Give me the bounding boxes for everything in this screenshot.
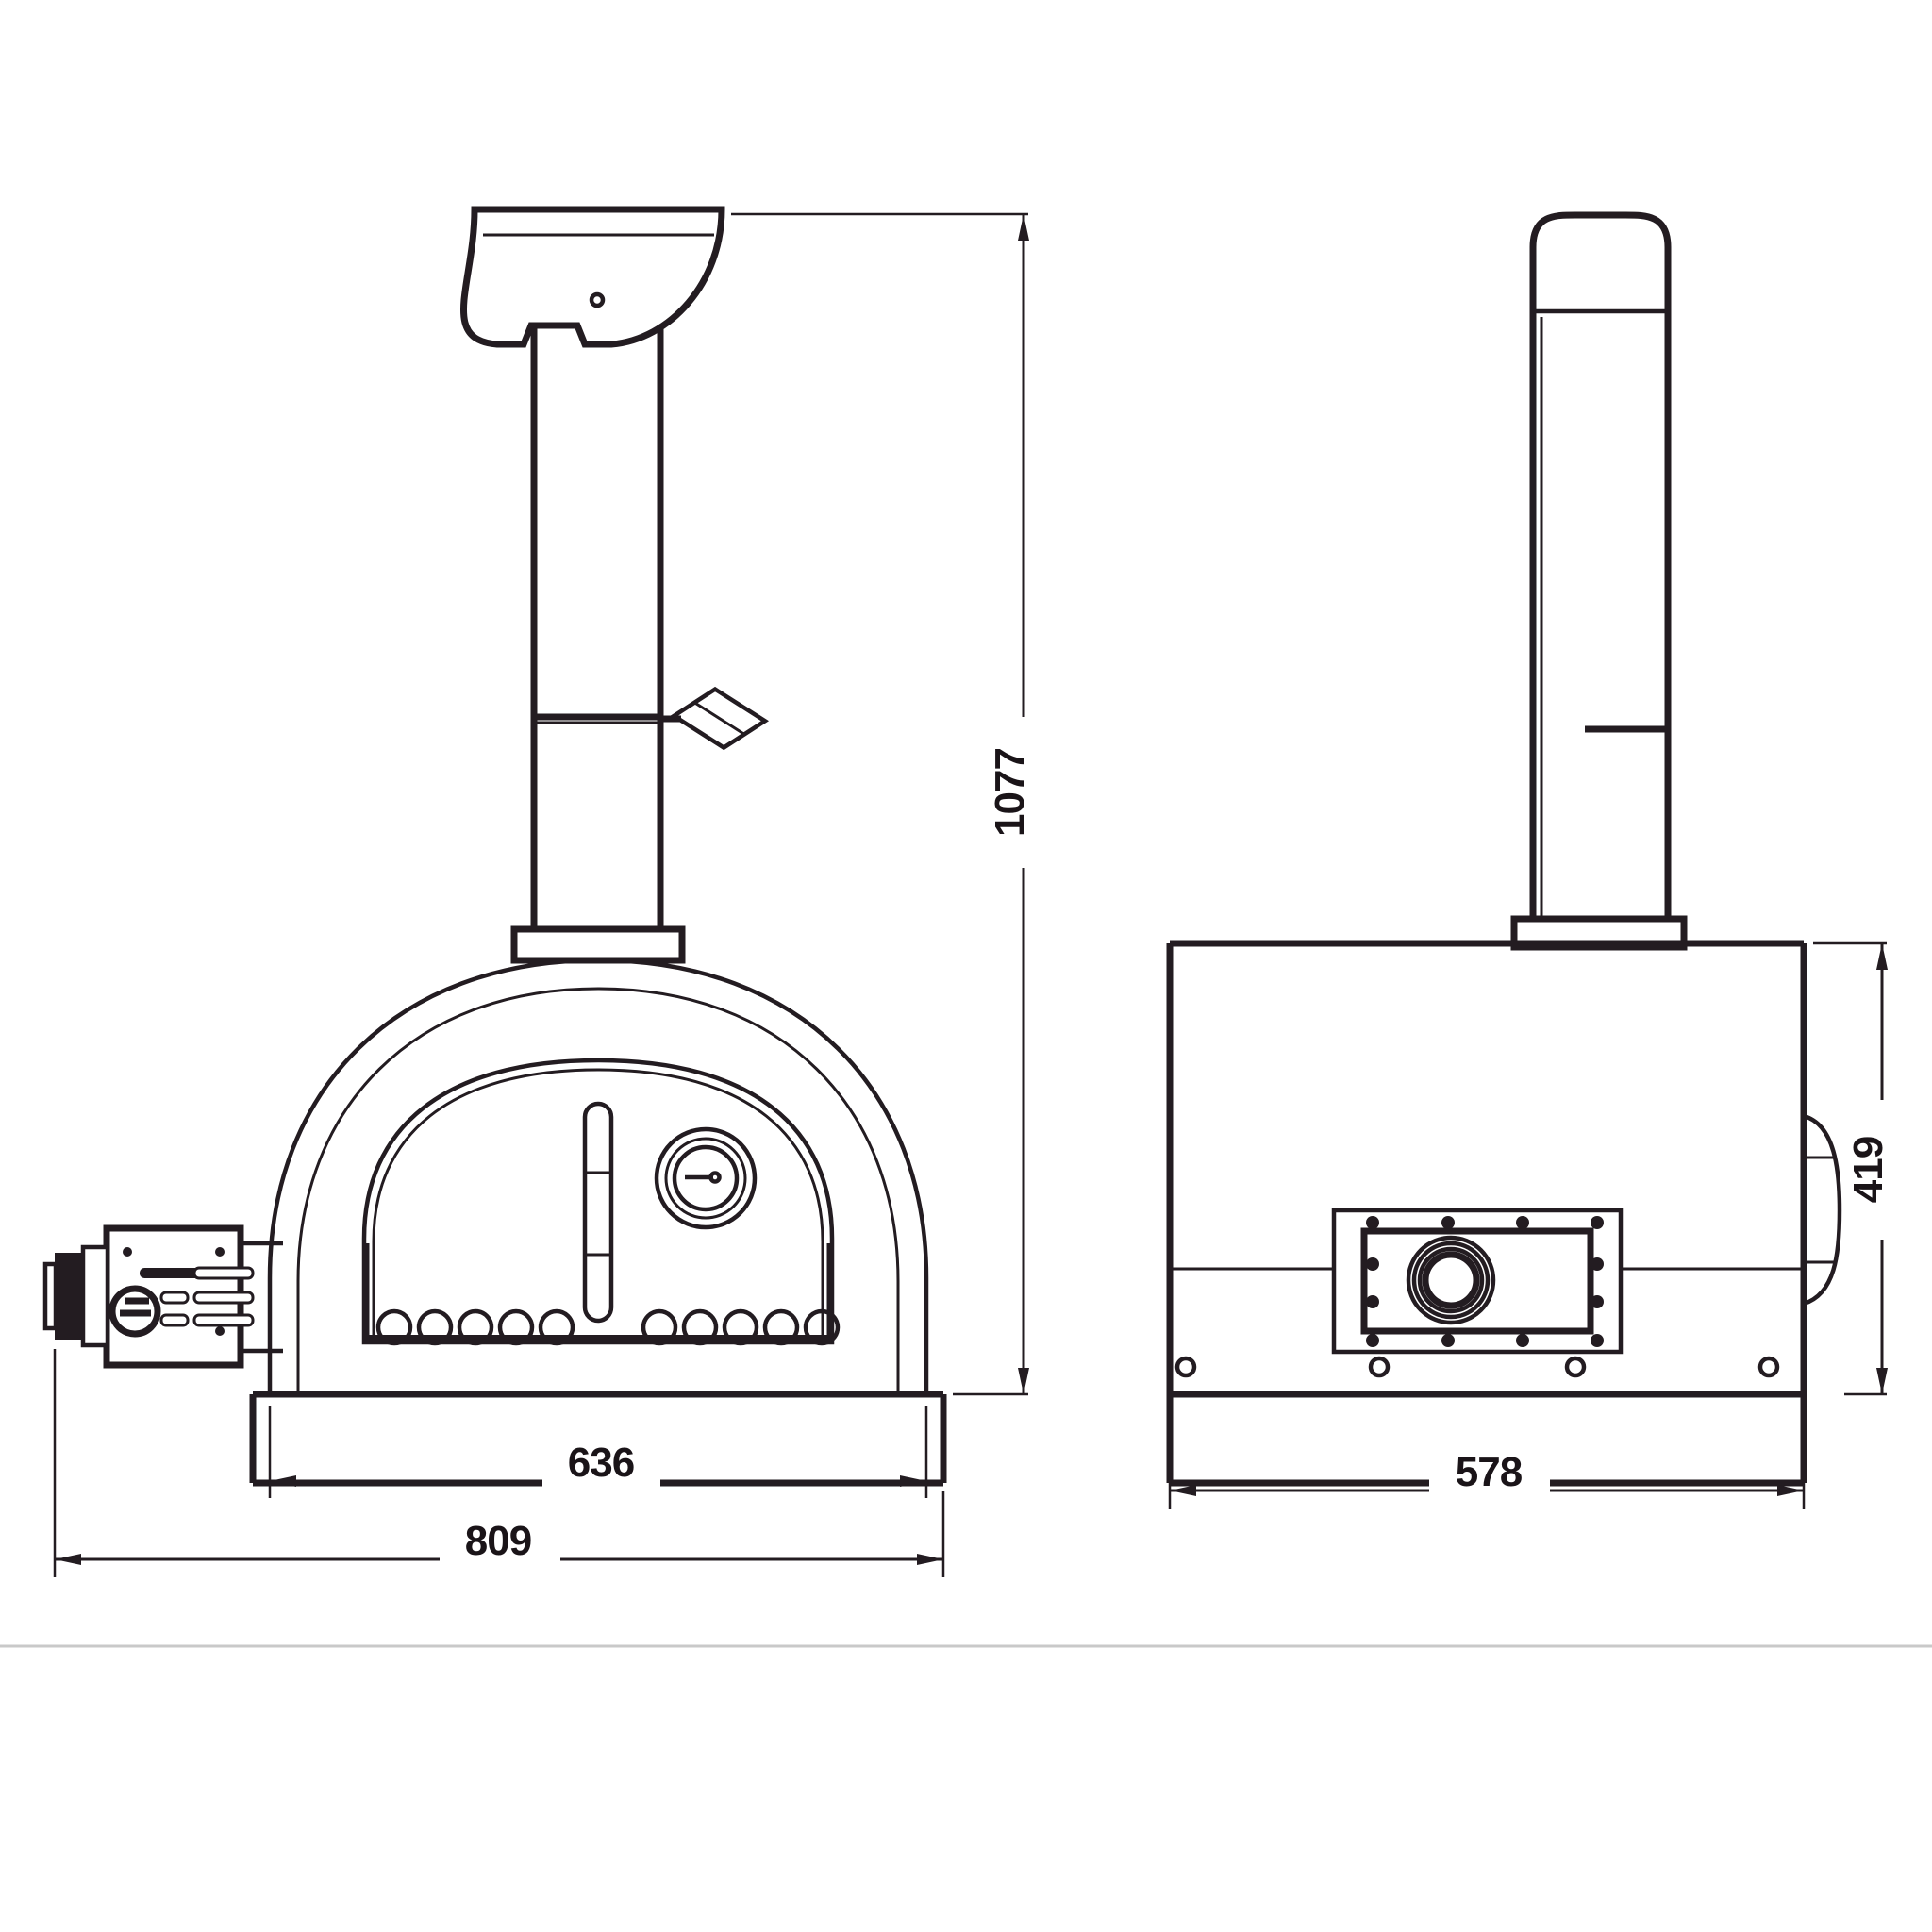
rear-plate-bolt-b3 — [1516, 1334, 1529, 1347]
burner-screw-top-left — [123, 1247, 132, 1257]
gas-burner-assembly — [42, 1224, 283, 1369]
front-view — [42, 206, 947, 1487]
rear-plate-bolt-t2 — [1441, 1216, 1455, 1229]
dimension-height-overall: 1077 — [731, 212, 1044, 1396]
dimension-label-578: 578 — [1456, 1449, 1523, 1495]
rear-plate-bolt-m1 — [1366, 1257, 1379, 1271]
dimension-height-oven-body: 419 — [1813, 941, 1903, 1396]
burner-slot-5 — [159, 1313, 190, 1327]
dimension-label-809: 809 — [465, 1518, 531, 1564]
rear-plate-bolt-m4 — [1591, 1295, 1604, 1308]
rear-plate-bolt-b1 — [1366, 1334, 1379, 1347]
dimension-depth-overall: 578 — [1168, 1406, 1806, 1509]
thermometer-gauge — [654, 1126, 758, 1230]
chimney-tube — [530, 325, 664, 929]
side-chimney-tube — [1529, 211, 1672, 943]
chimney-damper-handle[interactable] — [660, 675, 770, 760]
door-vent-holes-left — [375, 1308, 575, 1346]
rear-plate-bolt-t1 — [1366, 1216, 1379, 1229]
rear-plate-bolt-m3 — [1366, 1295, 1379, 1308]
burner-slot-4 — [192, 1291, 255, 1305]
burner-slot-1 — [140, 1268, 204, 1278]
rear-plate-bolt-b2 — [1441, 1334, 1455, 1347]
chimney-cap — [460, 206, 725, 348]
burner-screw-top-right — [215, 1247, 225, 1257]
oven-dome — [267, 958, 929, 1394]
burner-screw-bottom-right — [215, 1326, 225, 1336]
side-base-mounting-holes — [1174, 1356, 1780, 1378]
dimension-label-1077: 1077 — [987, 748, 1033, 837]
oven-door[interactable] — [361, 1058, 835, 1345]
burner-slot-6 — [192, 1313, 255, 1327]
rear-plate-bolt-t4 — [1591, 1216, 1604, 1229]
rear-plate-bolt-t3 — [1516, 1216, 1529, 1229]
door-vent-holes-right — [641, 1308, 841, 1346]
burner-control-knob[interactable] — [108, 1285, 161, 1338]
rear-plate-bolt-b4 — [1591, 1334, 1604, 1347]
burner-port — [1406, 1235, 1496, 1325]
base-hole-1 — [1174, 1356, 1197, 1378]
base-hole-4 — [1757, 1356, 1780, 1378]
side-door-handle-profile — [1803, 1113, 1842, 1307]
dimension-width-oven-body: 636 — [268, 1406, 928, 1498]
side-view — [1166, 211, 1842, 1487]
base-hole-2 — [1368, 1356, 1391, 1378]
burner-slot-3 — [159, 1291, 190, 1305]
door-handle[interactable] — [582, 1101, 614, 1324]
chimney-cap-screw-hole — [589, 291, 606, 308]
burner-slot-2 — [192, 1266, 255, 1280]
chimney-base-flange — [510, 925, 686, 964]
dimension-width-overall: 809 — [53, 1349, 945, 1577]
rear-plate-bolt-m2 — [1591, 1257, 1604, 1271]
dimension-label-419: 419 — [1845, 1137, 1891, 1203]
base-hole-3 — [1564, 1356, 1587, 1378]
dimension-label-636: 636 — [568, 1440, 634, 1486]
rear-burner-plate — [1331, 1208, 1624, 1355]
